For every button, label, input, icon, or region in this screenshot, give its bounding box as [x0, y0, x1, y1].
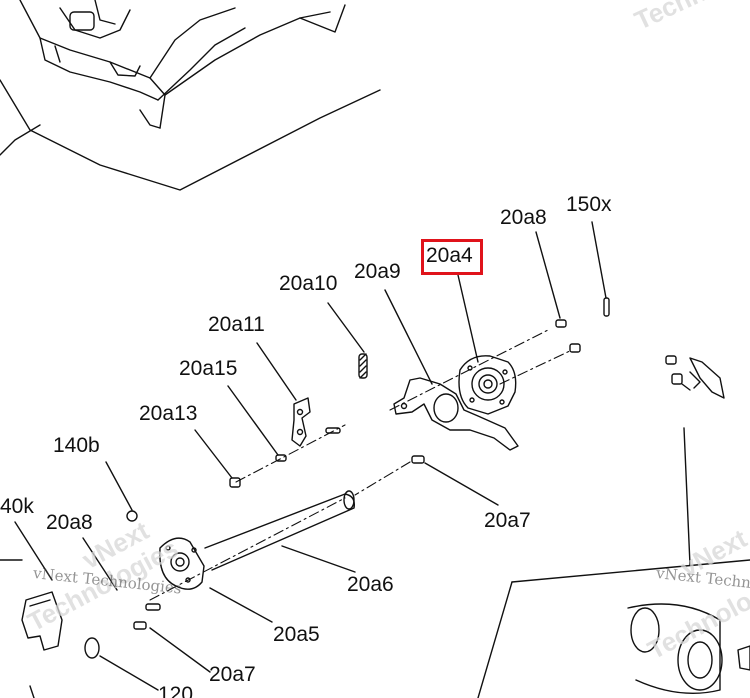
callout-150x[interactable]: 150x: [566, 193, 612, 216]
callout-20a8-top[interactable]: 20a8: [500, 206, 547, 229]
callout-140k[interactable]: 40k: [0, 495, 34, 518]
leader-lines: [14, 221, 750, 698]
part-20a4-plate: [458, 355, 517, 415]
callout-20a13[interactable]: 20a13: [139, 402, 198, 425]
callout-20a7-low[interactable]: 20a7: [209, 663, 256, 686]
callout-20a4[interactable]: 20a4: [426, 244, 473, 267]
callout-20a8-low[interactable]: 20a8: [46, 511, 93, 534]
part-20a11-lever: [291, 397, 311, 447]
callout-120[interactable]: 120: [158, 683, 194, 698]
callout-20a15[interactable]: 20a15: [179, 357, 238, 380]
callout-20a11[interactable]: 20a11: [208, 313, 265, 336]
callout-140b[interactable]: 140b: [53, 434, 100, 457]
part-20a9-bracket: [393, 377, 519, 451]
part-140k-bracket: [0, 559, 63, 651]
clip-hardware-right: [665, 355, 725, 399]
callout-20a5[interactable]: 20a5: [273, 623, 320, 646]
callout-20a4-highlight-box: [421, 239, 483, 275]
part-20a6-shaft: [204, 490, 355, 571]
engine-housing-drawing: [0, 0, 381, 191]
part-20a10-spring: [358, 353, 368, 379]
callout-20a7-right[interactable]: 20a7: [484, 509, 531, 532]
part-20a5-disc: [159, 537, 205, 590]
callout-20a10[interactable]: 20a10: [279, 272, 338, 295]
part-bottom-right-assembly: [627, 603, 750, 694]
callout-20a9[interactable]: 20a9: [354, 260, 401, 283]
callout-20a6[interactable]: 20a6: [347, 573, 394, 596]
small-hardware: [29, 297, 610, 698]
